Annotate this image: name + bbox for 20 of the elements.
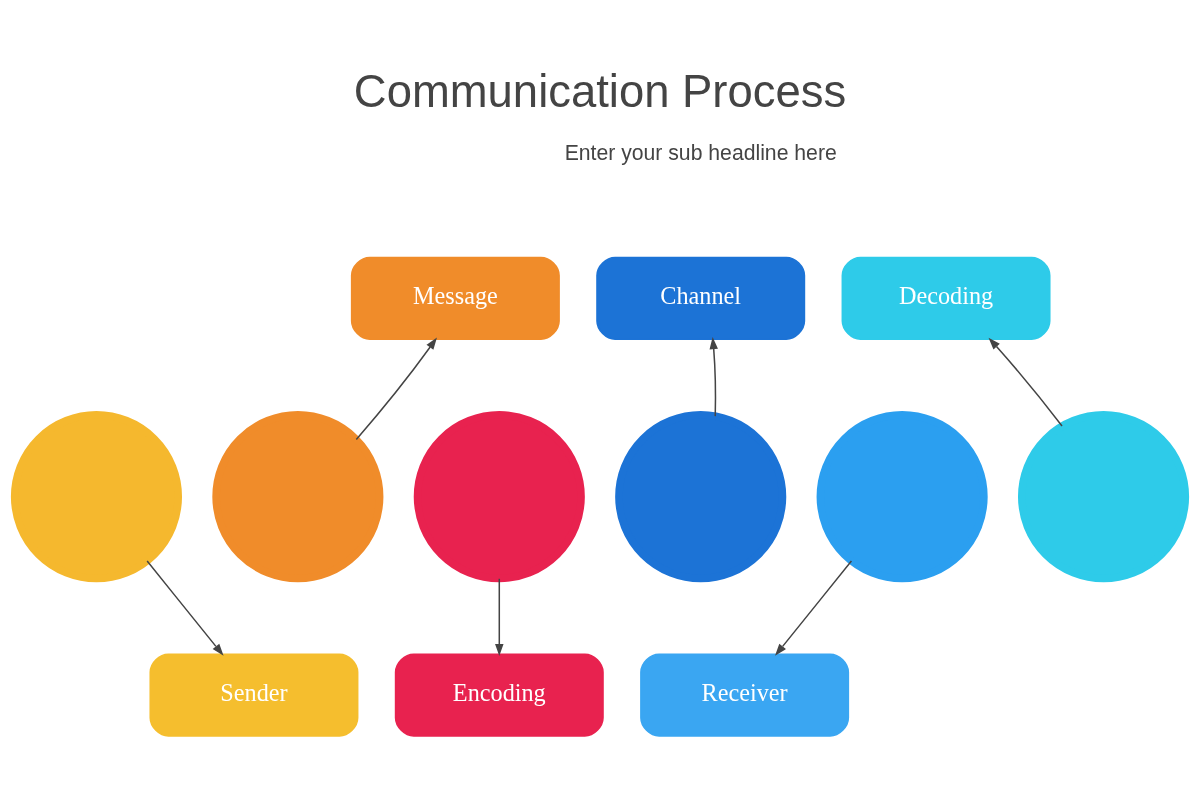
node-circle	[615, 410, 787, 582]
node-box: Encoding	[394, 652, 604, 737]
node-box: Message	[350, 256, 560, 340]
arrow	[709, 336, 718, 417]
arrow	[355, 336, 437, 440]
node-circle	[413, 410, 585, 582]
node-box: Sender	[149, 652, 359, 737]
arrow	[775, 559, 853, 656]
node-box: Decoding	[841, 256, 1051, 340]
node-circle	[1017, 410, 1190, 582]
node-box: Receiver	[640, 652, 850, 737]
arrow	[146, 559, 224, 656]
node-circle	[10, 410, 183, 582]
label: Enter your sub headline here	[564, 140, 837, 164]
node-circle	[212, 410, 384, 582]
arrow	[988, 337, 1063, 427]
node-box: Channel	[596, 256, 806, 340]
diagram-title: Communication Process	[353, 65, 847, 117]
node-circle	[816, 410, 988, 582]
arrow	[495, 577, 504, 656]
